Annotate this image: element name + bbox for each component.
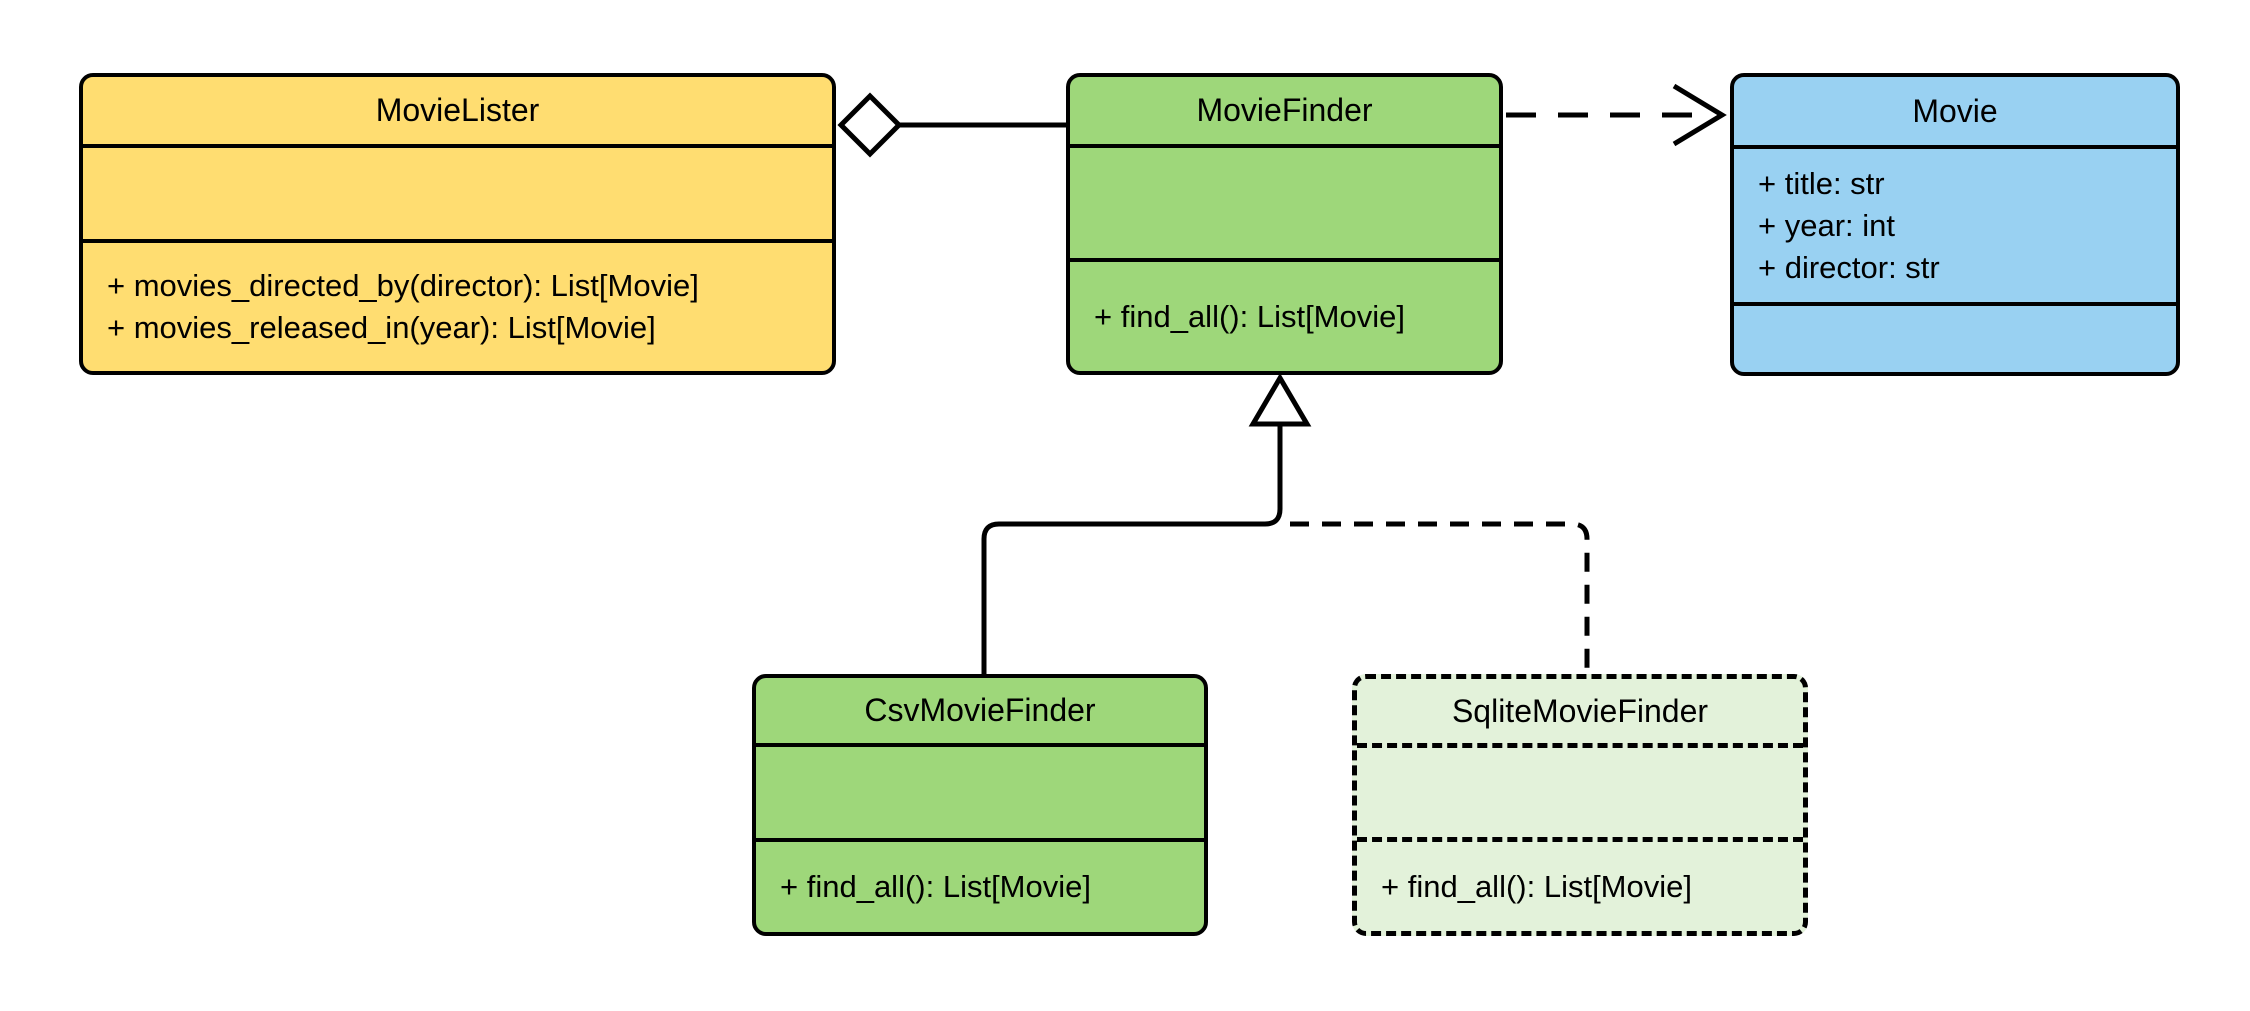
class-title: SqliteMovieFinder bbox=[1451, 692, 1709, 729]
generalization-connector-solid bbox=[981, 373, 1312, 674]
hollow-triangle-marker bbox=[1248, 373, 1312, 427]
class-title: Movie bbox=[1912, 92, 1998, 129]
realization-connector-dashed bbox=[1290, 521, 1590, 674]
attribute-entry: + title: str bbox=[1758, 165, 1885, 201]
aggregation-connector bbox=[837, 92, 1066, 158]
hollow-diamond-marker bbox=[837, 92, 903, 158]
method-entry: + movies_released_in(year): List[Movie] bbox=[107, 310, 656, 345]
class-title: MovieFinder bbox=[1196, 92, 1373, 128]
method-entry: + movies_directed_by(director): List[Mov… bbox=[107, 268, 699, 303]
attributes-compartment bbox=[1357, 743, 1803, 837]
class-title: CsvMovieFinder bbox=[864, 692, 1096, 728]
methods-compartment: + movies_directed_by(director): List[Mov… bbox=[83, 239, 832, 371]
method-entry: + find_all(): List[Movie] bbox=[1381, 868, 1692, 904]
methods-compartment: + find_all(): List[Movie] bbox=[756, 838, 1204, 932]
method-entry: + find_all(): List[Movie] bbox=[1094, 298, 1405, 334]
attribute-entry: + director: str bbox=[1758, 249, 1940, 285]
class-title: MovieLister bbox=[375, 92, 540, 128]
attributes-compartment: + title: str + year: int + director: str bbox=[1734, 145, 2176, 302]
attributes-compartment bbox=[1070, 144, 1499, 258]
methods-compartment: + find_all(): List[Movie] bbox=[1357, 837, 1803, 931]
attribute-entry: + year: int bbox=[1758, 207, 1895, 243]
methods-compartment bbox=[1734, 302, 2176, 372]
class-box-csvmoviefinder: CsvMovieFinder + find_all(): List[Movie] bbox=[752, 674, 1208, 936]
attributes-compartment bbox=[83, 144, 832, 239]
class-box-sqlitemoviefinder: SqliteMovieFinder + find_all(): List[Mov… bbox=[1352, 674, 1808, 936]
class-box-moviefinder: MovieFinder + find_all(): List[Movie] bbox=[1066, 73, 1503, 375]
class-box-movielister: MovieLister + movies_directed_by(directo… bbox=[79, 73, 836, 375]
methods-compartment: + find_all(): List[Movie] bbox=[1070, 258, 1499, 371]
class-box-movie: Movie + title: str + year: int + directo… bbox=[1730, 73, 2180, 376]
open-arrowhead-marker bbox=[1672, 83, 1727, 147]
attributes-compartment bbox=[756, 743, 1204, 838]
dependency-arrow bbox=[1506, 83, 1727, 147]
method-entry: + find_all(): List[Movie] bbox=[780, 869, 1091, 904]
